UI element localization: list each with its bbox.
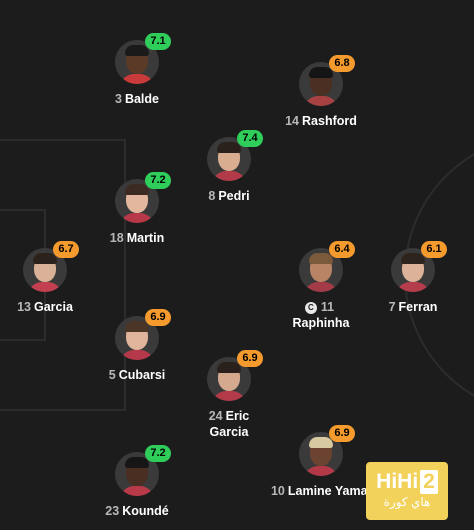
shirt-number: 18 [109,231,124,245]
rating-badge: 6.9 [145,309,171,326]
player-name-text: Pedri [218,189,250,203]
rating-badge: 6.7 [53,241,79,258]
player-avatar [115,316,159,360]
player-name-text: Garcia [33,300,73,314]
player-name-text: Balde [124,92,159,106]
shirt-number: 14 [285,114,300,128]
shirt-number: 3 [115,92,122,106]
rating-badge: 7.1 [145,33,171,50]
player-name-text: Lamine Yamal [287,484,372,498]
rating-badge: 6.9 [237,350,263,367]
player-name-line2: Garcia [209,425,249,439]
player-name-text: Raphinha [292,316,350,330]
rating-badge: 6.8 [329,55,355,72]
shirt-number: 24 [208,409,223,423]
penalty-area-left [0,139,126,411]
captain-icon: C [304,302,317,314]
player-name-text: Ferran [398,300,438,314]
shirt-number: 13 [17,300,31,314]
rating-badge: 7.4 [237,130,263,147]
player-name-text: Rashford [302,114,357,128]
shirt-number: 10 [270,484,285,498]
shirt-number: 11 [320,300,335,314]
shirt-number: 23 [105,504,120,518]
rating-badge: 6.1 [421,241,447,258]
rating-badge: 7.2 [145,172,171,189]
player-name-text: Eric [225,409,250,423]
player-name-text: Koundé [122,504,169,518]
shirt-number: 8 [208,189,216,203]
rating-badge: 6.9 [329,425,355,442]
shirt-number: 5 [108,368,116,382]
player-name-text: Martin [126,231,165,245]
player-avatar [115,452,159,496]
rating-badge: 6.4 [329,241,355,258]
player-avatar [115,40,159,84]
rating-badge: 7.2 [145,445,171,462]
player-name-text: Cubarsi [118,368,166,382]
shirt-number: 7 [388,300,396,314]
player-avatar [23,248,67,292]
player-avatar [207,357,251,401]
